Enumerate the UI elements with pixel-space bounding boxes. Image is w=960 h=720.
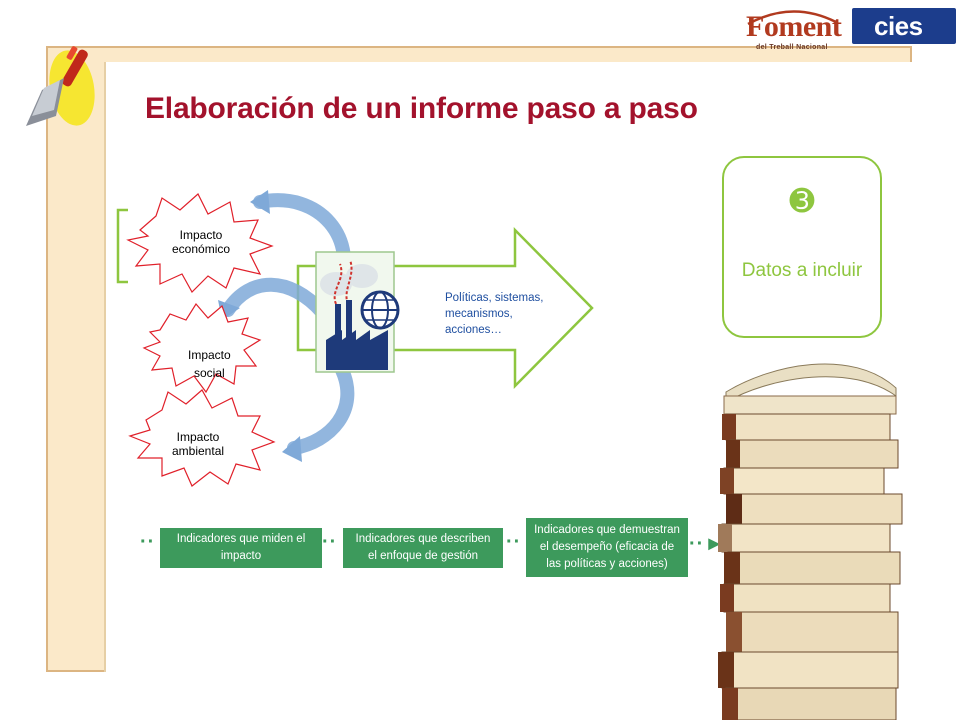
foment-logo-subtext: del Treball Nacional — [756, 44, 828, 51]
foment-logo: Foment del Treball Nacional — [744, 6, 842, 52]
impact-starburst-economic — [126, 193, 274, 293]
cies-logo: cies — [852, 8, 956, 44]
connector-dots-2: ·· — [322, 531, 338, 553]
cies-logo-text: cies — [874, 11, 923, 41]
impact-starburst-social — [142, 302, 262, 394]
cycle-arrow-3 — [287, 363, 355, 455]
step-number: ➌ — [789, 185, 815, 218]
connector-dots-1: ·· — [140, 531, 156, 553]
impact-diagram — [116, 190, 594, 487]
foment-logo-text: Foment — [746, 10, 842, 43]
step-box: ➌ Datos a incluir — [722, 156, 882, 338]
books-stack-image — [718, 363, 903, 720]
trowel-icon — [26, 46, 95, 126]
arrow-text: Políticas, sistemas, mecanismos, accione… — [445, 292, 544, 336]
page-title: Elaboración de un informe paso a paso — [145, 92, 698, 125]
cycle-arrow-2 — [221, 277, 329, 319]
bracket — [116, 208, 128, 284]
connector-arrow-end: ··► — [689, 533, 726, 555]
impact-starburst-environmental — [128, 389, 276, 487]
step-label: Datos a incluir — [741, 260, 863, 281]
connector-dots-3: ·· — [506, 531, 522, 553]
factory-globe-icon — [315, 251, 400, 373]
